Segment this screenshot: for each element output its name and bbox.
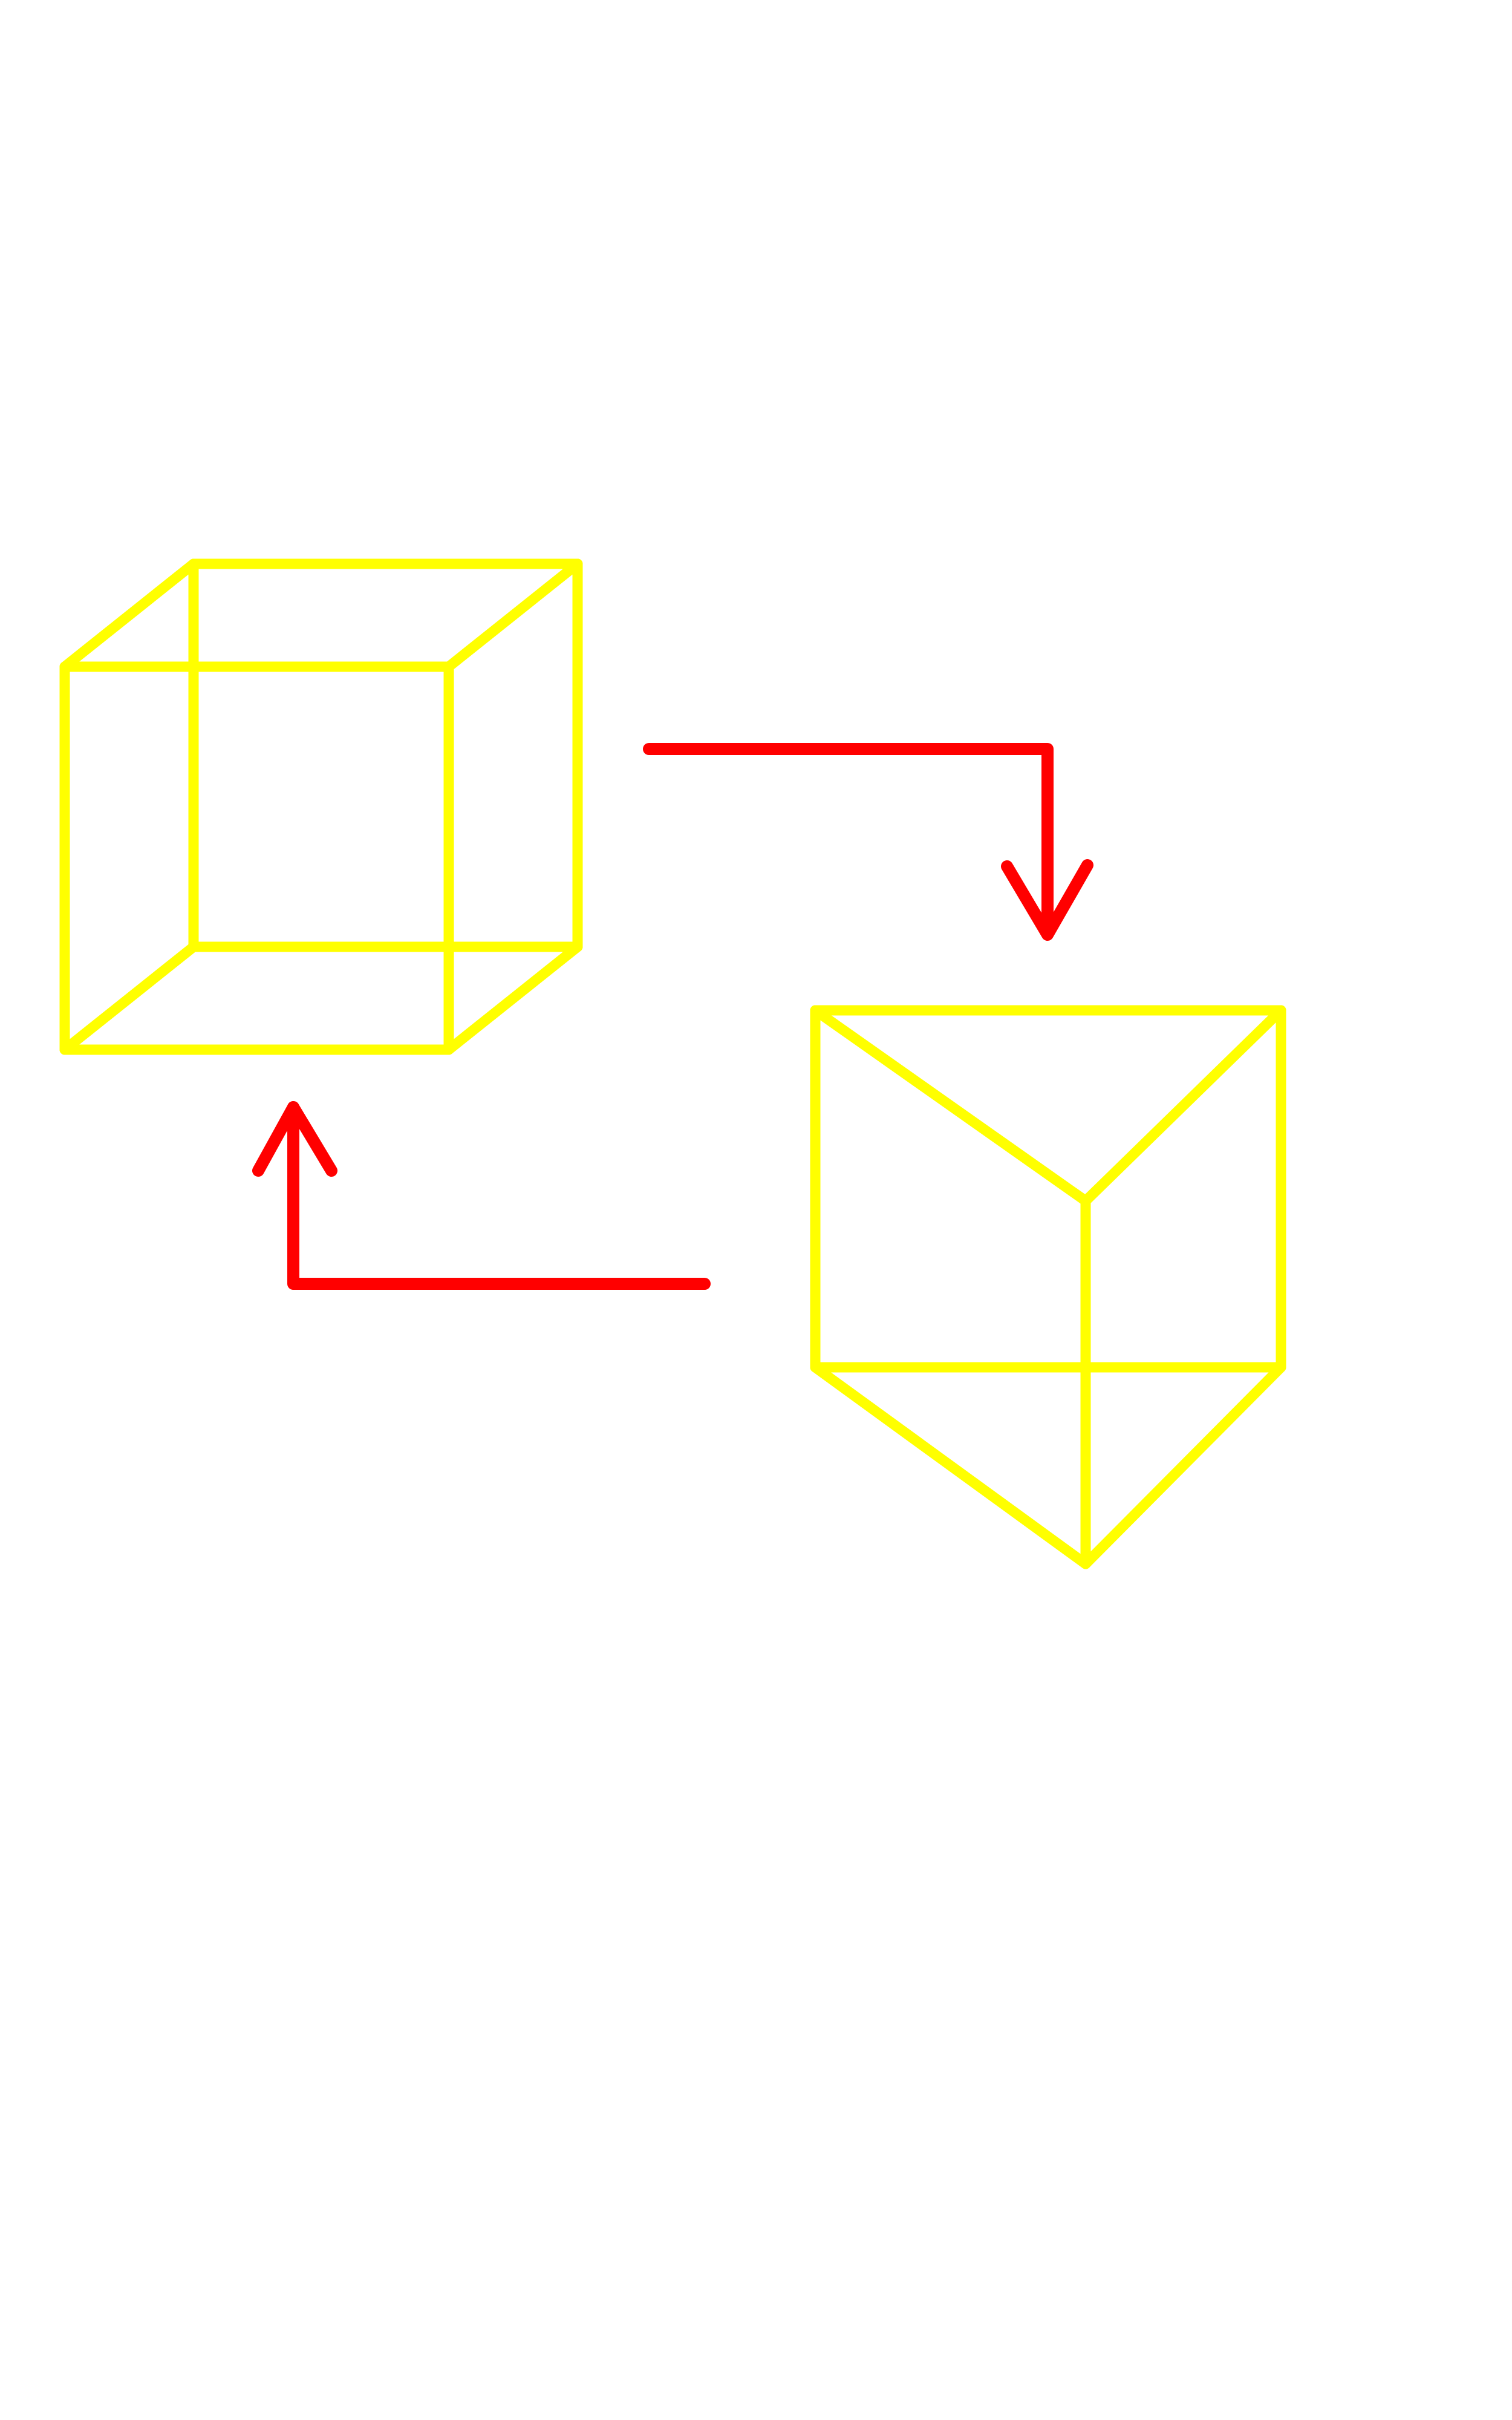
arrow-prism-to-cube-head (252, 1101, 337, 1177)
arrow-cube-to-prism (643, 743, 1093, 941)
cube-edge-top-right (443, 558, 583, 672)
prism-wireframe (810, 1005, 1286, 1569)
arrow-cube-to-prism-head (1001, 859, 1093, 941)
cube-back-face (188, 558, 583, 952)
prism-bottom-triangle (810, 1362, 1286, 1569)
cube-edge-top-left (59, 558, 199, 672)
cube-front-face (59, 661, 454, 1055)
prism-top-triangle (810, 1005, 1286, 1206)
arrow-cube-to-prism-shaft (643, 743, 1054, 939)
cube-wireframe (59, 558, 583, 1055)
cube-edge-bottom-left (59, 941, 199, 1055)
arrow-prism-to-cube-shaft (287, 1101, 711, 1290)
cube-edge-bottom-right (443, 941, 583, 1055)
arrow-prism-to-cube (252, 1101, 711, 1290)
